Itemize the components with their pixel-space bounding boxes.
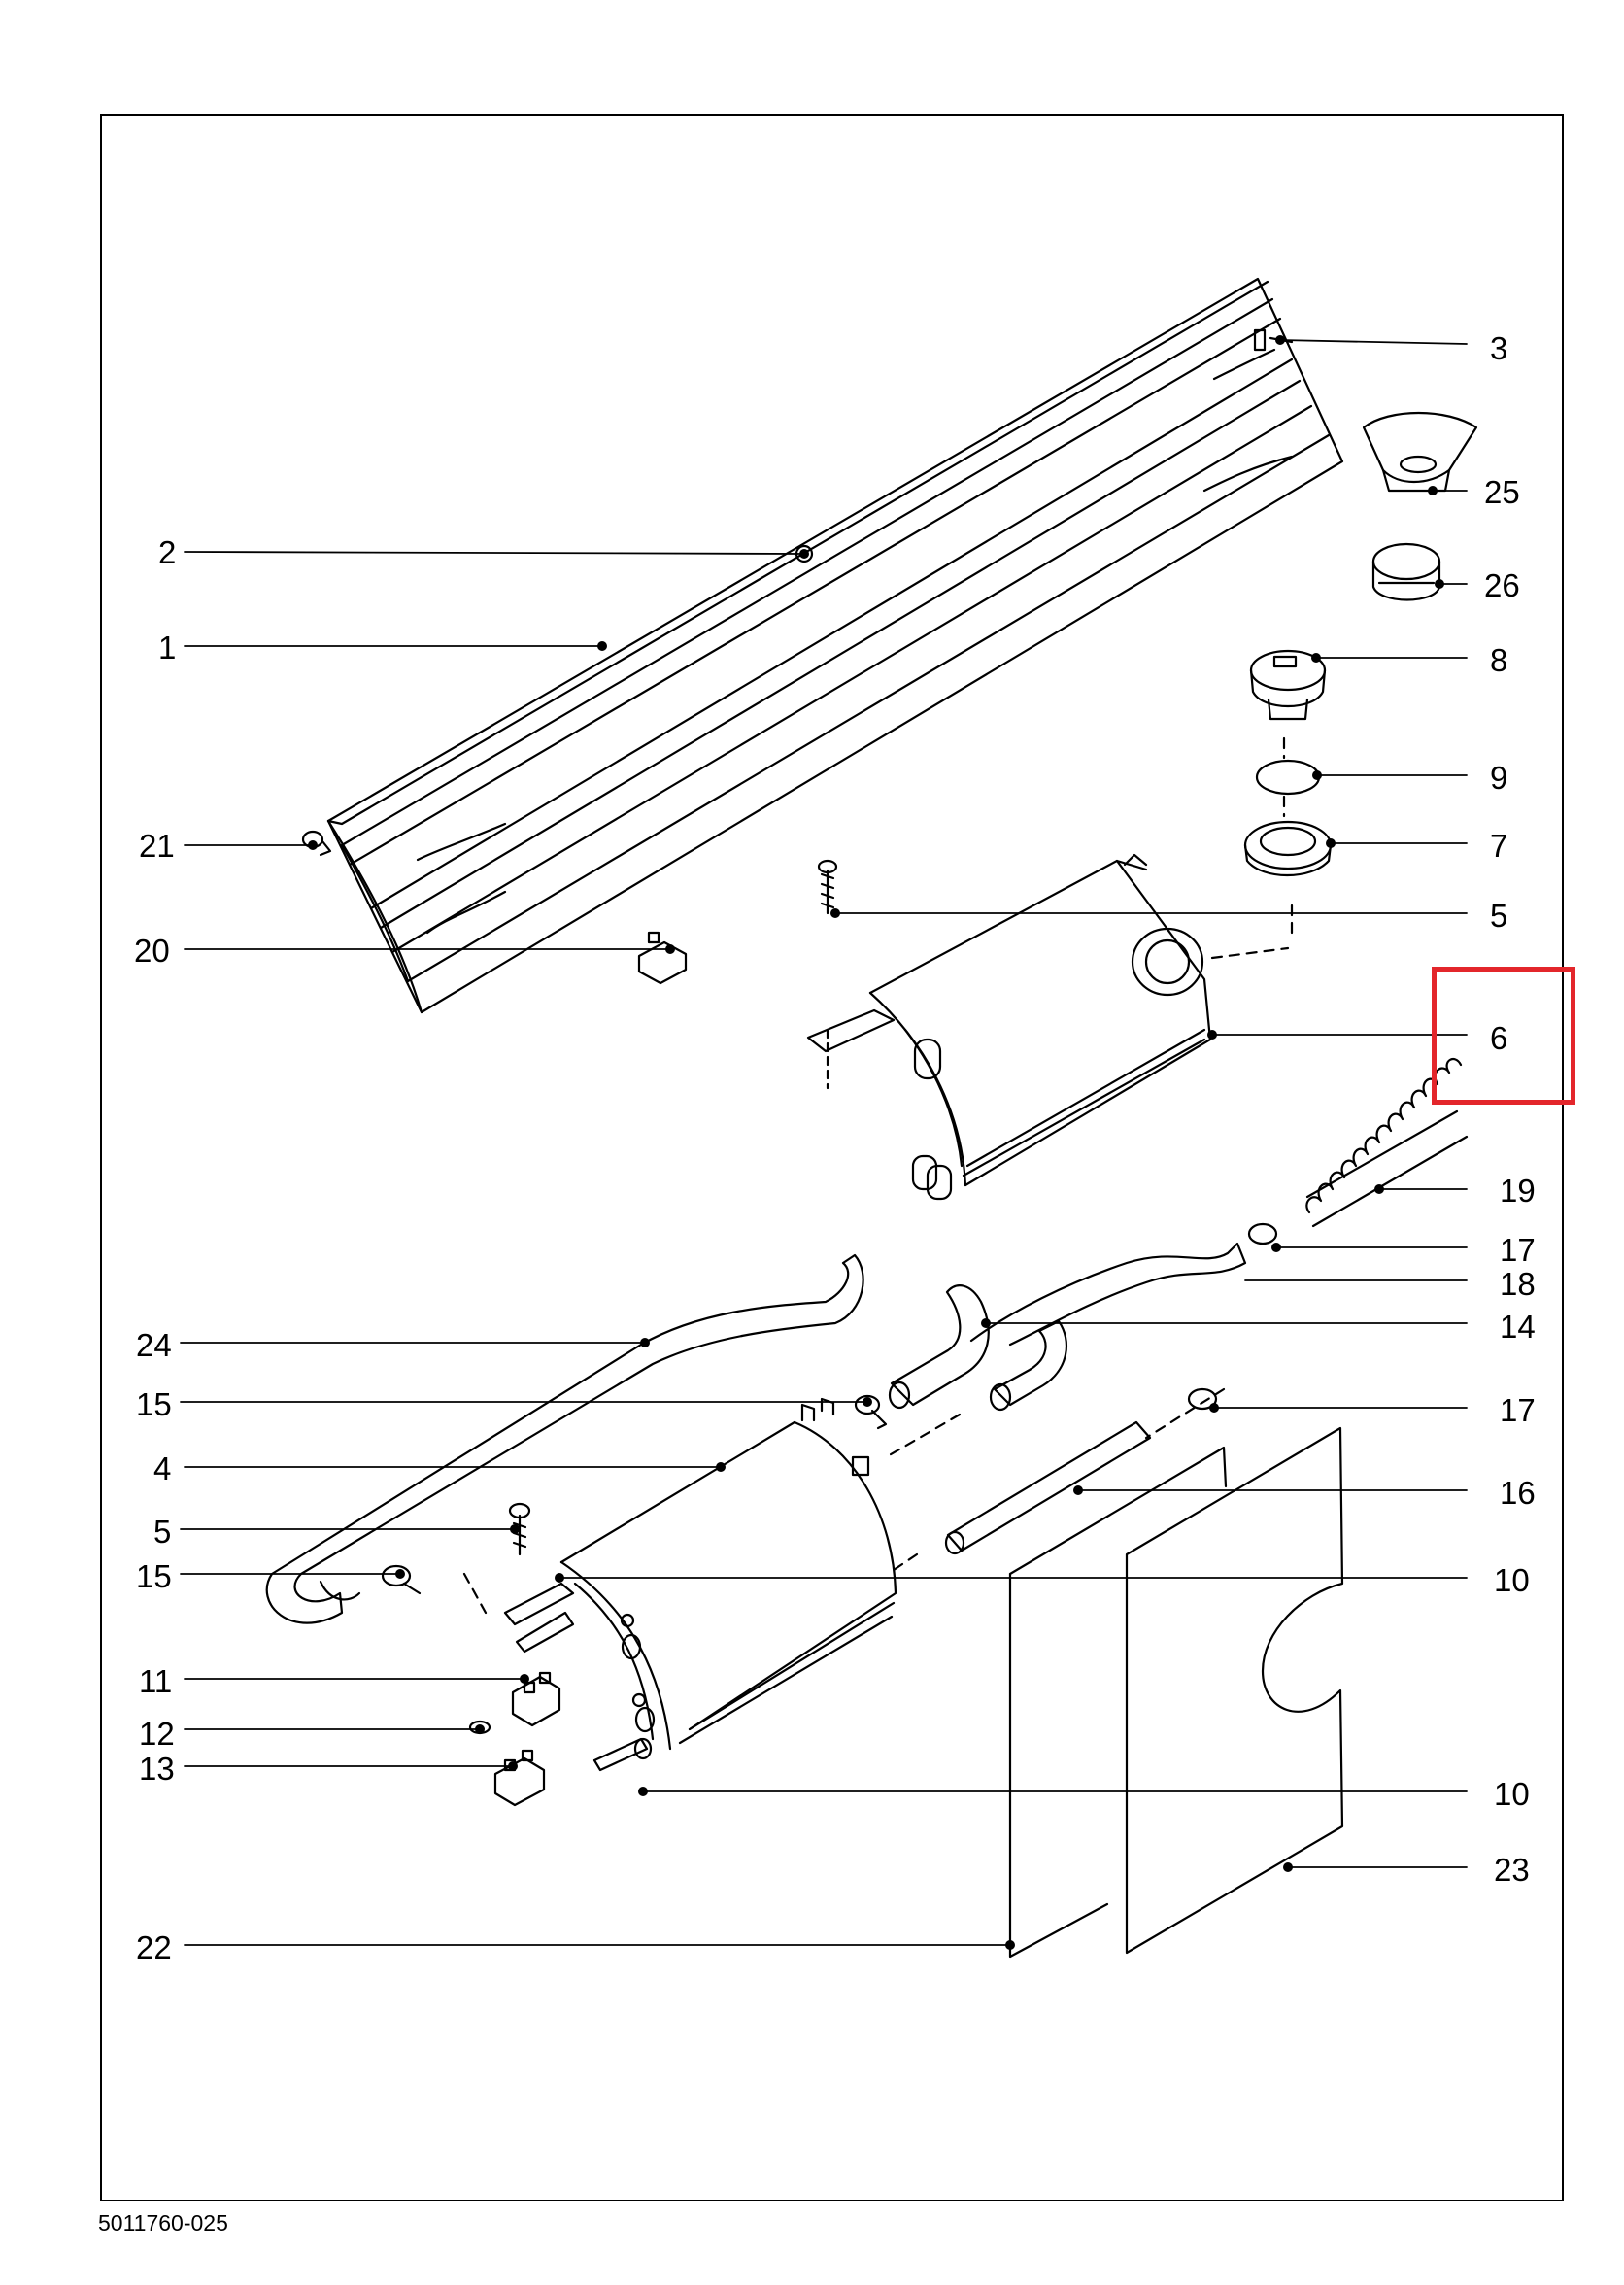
- leader-lines: [180, 339, 1468, 1946]
- callout-12: 12: [139, 1716, 175, 1752]
- callout-4: 4: [153, 1450, 171, 1486]
- callout-labels: 1 2 3 25 26 8 9 7 21 5 20 6 19 17 18 14 …: [134, 330, 1536, 1965]
- callout-15-upper: 15: [136, 1386, 172, 1422]
- callout-20: 20: [134, 933, 170, 969]
- callout-11: 11: [139, 1663, 172, 1699]
- callout-24: 24: [136, 1327, 172, 1363]
- hose-clips: [381, 1394, 888, 1595]
- ring-nut-part: [1371, 542, 1441, 601]
- hose-upper-part: [969, 1222, 1278, 1347]
- callout-17-upper: 17: [1500, 1232, 1536, 1268]
- upper-screw-part: [817, 859, 838, 1090]
- callout-9: 9: [1490, 760, 1507, 796]
- callout-13: 13: [139, 1751, 175, 1787]
- callout-2: 2: [158, 534, 176, 570]
- cap-part: [1249, 649, 1327, 721]
- callout-3: 3: [1490, 330, 1507, 366]
- callout-18: 18: [1500, 1266, 1536, 1302]
- highlight-box: [1432, 967, 1575, 1105]
- tube-part: [944, 1387, 1218, 1555]
- insulation-sheet-part: [1008, 1446, 1228, 1959]
- callout-7: 7: [1490, 828, 1507, 864]
- callout-10-upper: 10: [1494, 1562, 1530, 1598]
- callout-5-lower: 5: [153, 1514, 171, 1550]
- callout-17-lower: 17: [1500, 1392, 1536, 1428]
- callout-5-upper: 5: [1490, 898, 1507, 934]
- callout-25: 25: [1484, 474, 1520, 510]
- bracket-part: [637, 931, 688, 985]
- callout-16: 16: [1500, 1475, 1536, 1511]
- callout-26: 26: [1484, 567, 1520, 603]
- long-hose-part: [265, 1253, 864, 1624]
- callout-8: 8: [1490, 642, 1507, 678]
- o-ring-part: [1255, 759, 1321, 796]
- seal-washer-part: [1243, 820, 1333, 876]
- callout-23: 23: [1494, 1852, 1530, 1888]
- callout-10-lower: 10: [1494, 1776, 1530, 1812]
- lower-boiler-part: [503, 1397, 897, 1772]
- callout-15-lower: 15: [136, 1558, 172, 1594]
- upper-boiler-part: [806, 853, 1212, 1201]
- cutout-sheet-part: [1125, 1426, 1344, 1955]
- lower-screw-part: [508, 1502, 531, 1556]
- assembly-guides: [462, 736, 1294, 1615]
- callout-21: 21: [139, 828, 175, 864]
- rail-screws: [795, 336, 1294, 563]
- terminal-parts: [468, 1671, 561, 1807]
- elbow-hose-part: [888, 1284, 1068, 1412]
- funnel-part: [1362, 411, 1478, 493]
- drawing-frame: [100, 114, 1564, 2201]
- callout-1: 1: [158, 630, 176, 665]
- document-number: 5011760-025: [98, 2210, 228, 2235]
- callout-6: 6: [1490, 1020, 1507, 1056]
- callout-19: 19: [1500, 1173, 1536, 1209]
- leader-dots: [308, 335, 1444, 1950]
- callout-22: 22: [136, 1929, 172, 1965]
- callout-14: 14: [1500, 1309, 1536, 1345]
